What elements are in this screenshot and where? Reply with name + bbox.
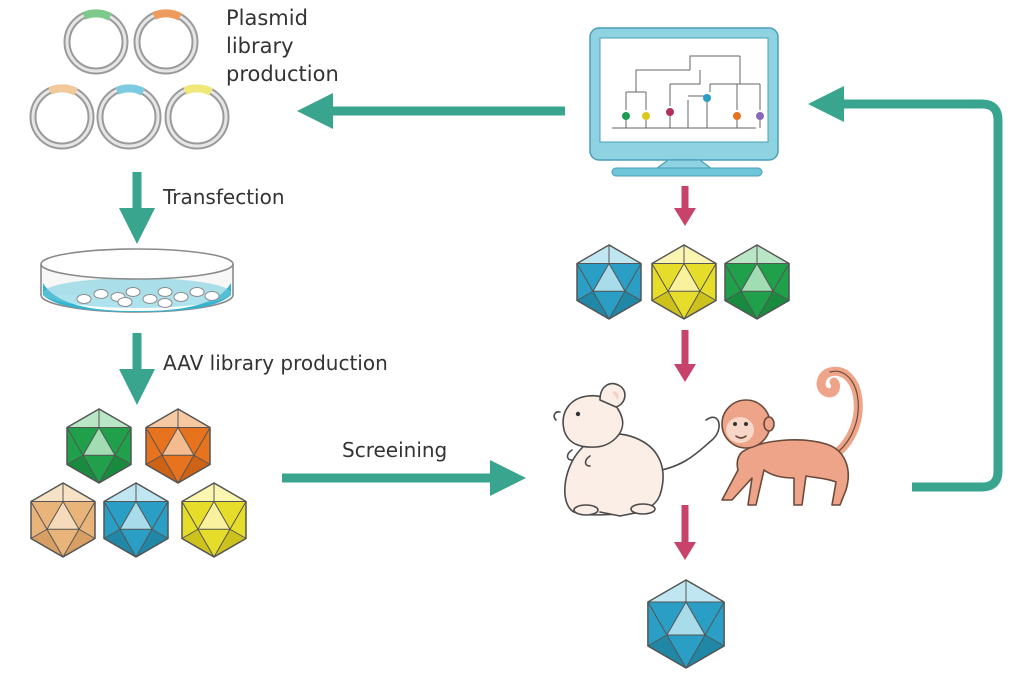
capsid-blue-icon <box>103 482 169 558</box>
monkey-icon <box>721 366 863 506</box>
aav-production-label: AAV library production <box>163 351 388 375</box>
capsid-orange-icon <box>145 408 211 484</box>
selected-capsid-blue-icon <box>576 244 642 320</box>
selected-capsid-green-icon <box>724 244 790 320</box>
plasmid-blue-icon <box>96 84 162 150</box>
plasmid-yellow-icon <box>164 84 230 150</box>
pink-arrow-to-final <box>674 505 696 560</box>
plasmid-label-line3: production <box>226 62 339 86</box>
tree-node-markers <box>622 94 764 120</box>
screening-label: Screeining <box>342 438 447 462</box>
final-capsid-blue-icon <box>647 579 725 669</box>
plasmid-green-icon <box>63 9 129 75</box>
plasmid-orange-icon <box>133 9 199 75</box>
capsid-peach-icon <box>30 482 96 558</box>
selected-capsid-yellow-icon <box>651 244 717 320</box>
plasmid-label-line1: Plasmid <box>226 6 308 30</box>
phylogenetic-tree-icon <box>612 55 761 129</box>
transfection-label: Transfection <box>162 185 285 209</box>
capsid-library <box>30 408 247 558</box>
capsid-green-icon <box>66 408 132 484</box>
final-capsid <box>647 579 725 669</box>
plasmid-label-line2: library <box>226 34 294 58</box>
pink-arrow-to-animals <box>674 330 696 382</box>
plasmid-peach-icon <box>29 84 95 150</box>
mouse-icon <box>553 382 720 517</box>
plasmid-group <box>29 9 230 150</box>
pink-arrow-to-selected <box>674 186 696 226</box>
selected-capsids <box>576 244 790 320</box>
feedback-arrow <box>808 86 1003 492</box>
petri-dish-icon <box>40 248 234 313</box>
monitor-icon <box>589 27 779 177</box>
capsid-yellow-icon <box>181 482 247 558</box>
